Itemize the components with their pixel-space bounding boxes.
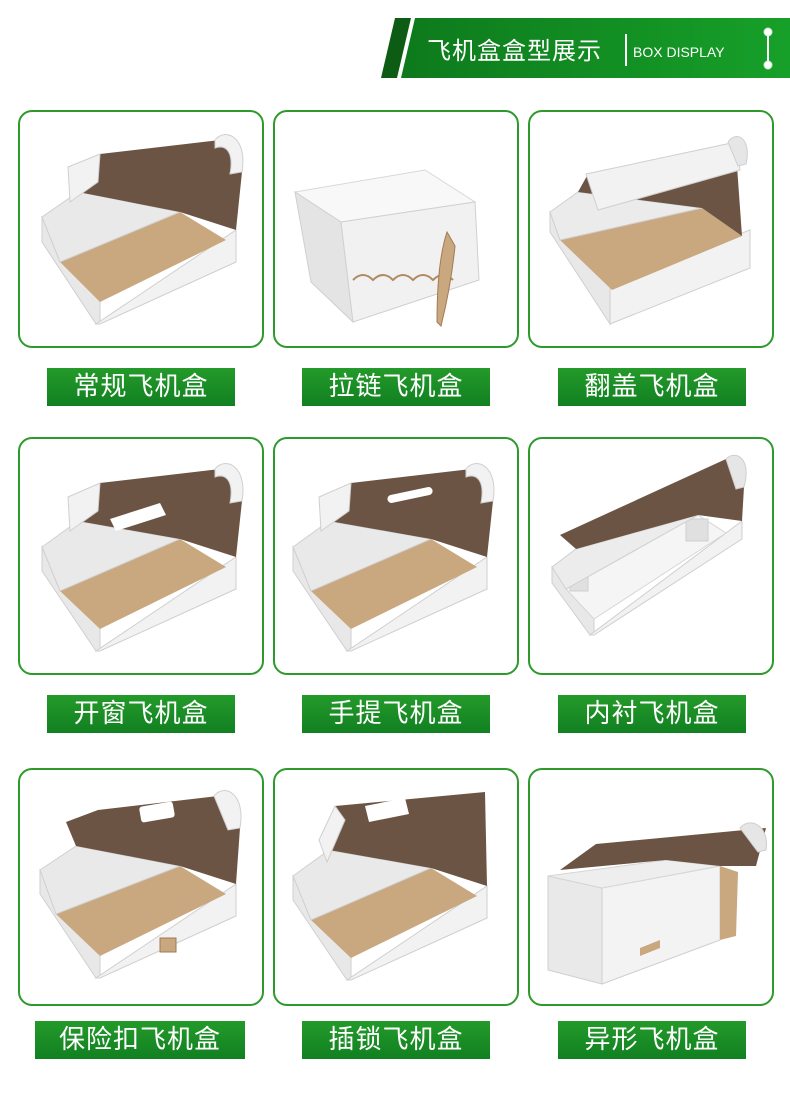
insert-lock-box-icon — [292, 792, 488, 981]
banner-background — [381, 18, 790, 78]
title-divider — [625, 34, 627, 66]
irregular-box-icon — [547, 822, 767, 985]
label-regular: 常规飞机盒 — [47, 368, 235, 406]
box-card-window[interactable] — [18, 437, 264, 675]
pin-icon — [763, 27, 773, 70]
page-subtitle: BOX DISPLAY — [633, 44, 725, 60]
box-card-insert[interactable] — [528, 437, 774, 675]
insert-box-icon — [551, 454, 747, 636]
box-card-flip[interactable] — [528, 110, 774, 348]
zipper-box-icon — [293, 169, 480, 327]
label-zipper: 拉链飞机盒 — [302, 368, 490, 406]
safety-buckle-box-icon — [39, 790, 242, 979]
window-box-icon — [41, 463, 244, 652]
label-safety-buckle: 保险扣飞机盒 — [35, 1021, 245, 1059]
box-card-insert-lock[interactable] — [273, 768, 519, 1006]
label-handle: 手提飞机盒 — [302, 695, 490, 733]
label-insert: 内衬飞机盒 — [558, 695, 746, 733]
box-card-handle[interactable] — [273, 437, 519, 675]
handle-box-icon — [292, 463, 495, 652]
box-card-irregular[interactable] — [528, 768, 774, 1006]
label-insert-lock: 插锁飞机盒 — [302, 1021, 490, 1059]
flip-box-icon — [549, 136, 751, 326]
box-card-safety-buckle[interactable] — [18, 768, 264, 1006]
box-card-zipper[interactable] — [273, 110, 519, 348]
regular-box-icon — [41, 134, 244, 325]
page-title: 飞机盒盒型展示 — [427, 37, 602, 65]
label-window: 开窗飞机盒 — [47, 695, 235, 733]
header-banner: 飞机盒盒型展示 BOX DISPLAY — [381, 18, 790, 78]
label-irregular: 异形飞机盒 — [558, 1021, 746, 1059]
box-card-regular[interactable] — [18, 110, 264, 348]
label-flip: 翻盖飞机盒 — [558, 368, 746, 406]
